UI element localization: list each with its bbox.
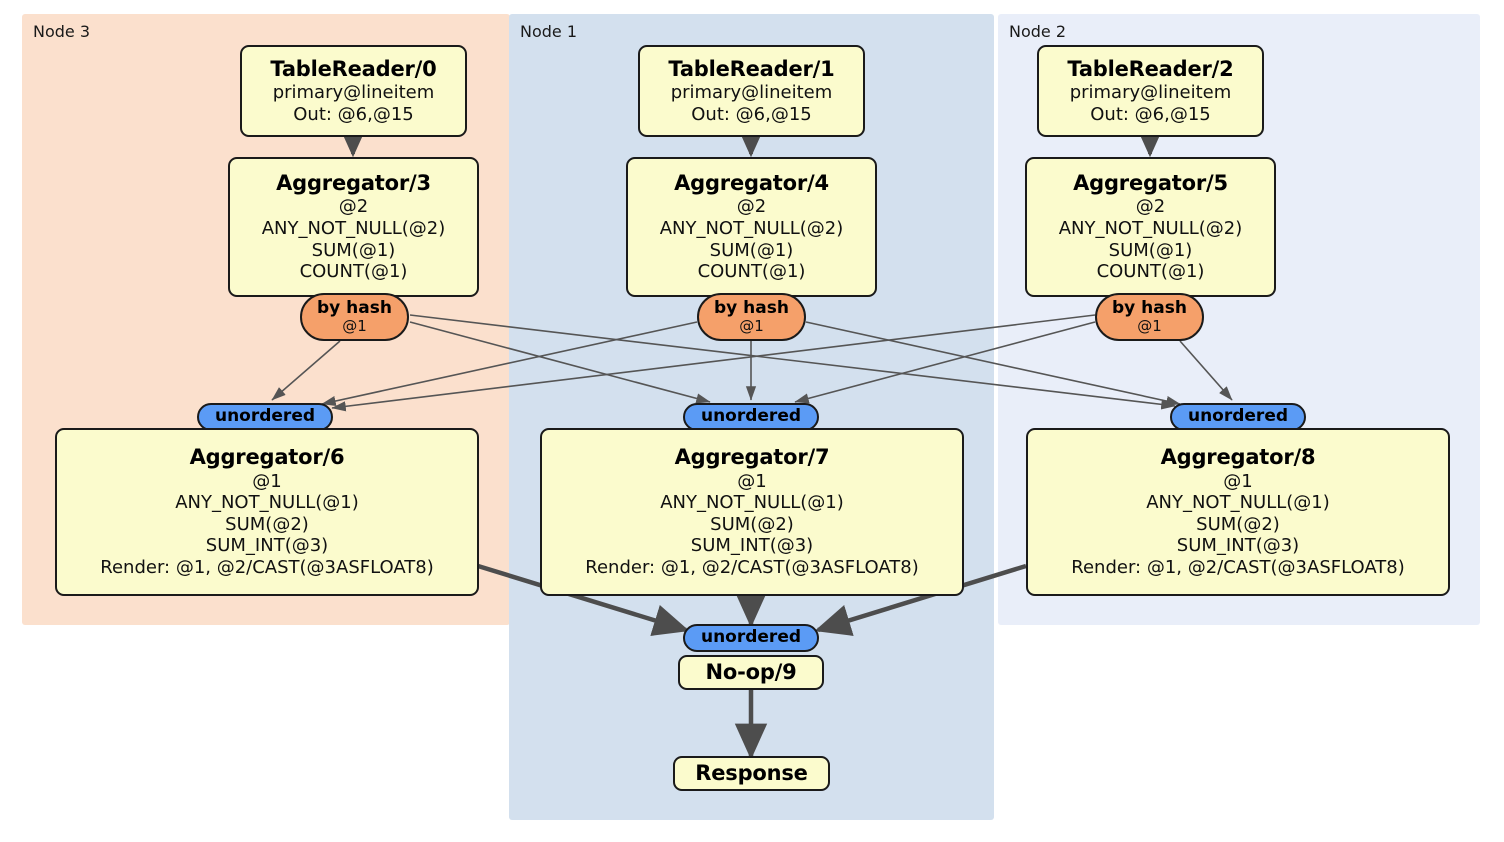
panel-label-node1: Node 1	[520, 22, 578, 41]
node-aggregator-8[interactable]: Aggregator/8 @1 ANY_NOT_NULL(@1) SUM(@2)…	[1026, 428, 1450, 596]
pill-title: by hash	[317, 297, 392, 318]
node-aggregator-5[interactable]: Aggregator/5 @2 ANY_NOT_NULL(@2) SUM(@1)…	[1025, 157, 1276, 297]
node-line: SUM(@2)	[710, 513, 794, 535]
panel-label-node3: Node 3	[33, 22, 91, 41]
node-tablereader-2[interactable]: TableReader/2 primary@lineitem Out: @6,@…	[1037, 45, 1264, 137]
node-line: COUNT(@1)	[299, 261, 408, 283]
node-title: Aggregator/4	[674, 171, 829, 196]
node-line: ANY_NOT_NULL(@2)	[261, 218, 446, 239]
node-line: SUM_INT(@3)	[205, 535, 329, 557]
node-line: Render: @1, @2/CAST(@3ASFLOAT8)	[100, 556, 434, 578]
node-by-hash-0[interactable]: by hash @1	[300, 293, 409, 341]
node-line: SUM(@1)	[1108, 239, 1193, 261]
node-line: @2	[736, 196, 767, 218]
node-title: Aggregator/7	[674, 445, 830, 470]
pill-sub: @1	[342, 317, 367, 336]
pill-sub: @1	[1137, 317, 1162, 336]
node-by-hash-1[interactable]: by hash @1	[697, 293, 806, 341]
node-title: Response	[695, 760, 808, 785]
node-line: primary@lineitem	[272, 82, 435, 103]
node-line: SUM_INT(@3)	[690, 535, 814, 557]
node-line: ANY_NOT_NULL(@1)	[1146, 492, 1330, 514]
node-tablereader-1[interactable]: TableReader/1 primary@lineitem Out: @6,@…	[638, 45, 865, 137]
node-unordered-right[interactable]: unordered	[1170, 403, 1306, 431]
node-unordered-mid[interactable]: unordered	[683, 403, 819, 431]
pill-title: unordered	[700, 627, 802, 648]
node-response[interactable]: Response	[673, 756, 830, 791]
node-line: ANY_NOT_NULL(@2)	[659, 218, 844, 239]
node-title: TableReader/2	[1067, 56, 1234, 81]
node-line: SUM(@2)	[225, 513, 309, 535]
node-line: @1	[252, 470, 282, 492]
pill-title: unordered	[214, 406, 316, 427]
panel-label-node2: Node 2	[1009, 22, 1067, 41]
node-aggregator-6[interactable]: Aggregator/6 @1 ANY_NOT_NULL(@1) SUM(@2)…	[55, 428, 479, 596]
node-unordered-final[interactable]: unordered	[683, 624, 819, 652]
node-line: ANY_NOT_NULL(@1)	[660, 492, 844, 514]
node-line: ANY_NOT_NULL(@2)	[1058, 218, 1243, 239]
pill-title: by hash	[714, 297, 789, 318]
node-tablereader-0[interactable]: TableReader/0 primary@lineitem Out: @6,@…	[240, 45, 467, 137]
node-title: Aggregator/5	[1073, 171, 1228, 196]
node-line: SUM(@2)	[1196, 513, 1280, 535]
node-title: Aggregator/6	[189, 445, 345, 470]
node-line: SUM(@1)	[311, 239, 396, 261]
node-line: Out: @6,@15	[1090, 103, 1211, 125]
node-title: TableReader/0	[270, 56, 437, 81]
node-line: COUNT(@1)	[697, 261, 806, 283]
node-line: @1	[737, 470, 767, 492]
node-line: Render: @1, @2/CAST(@3ASFLOAT8)	[1071, 556, 1405, 578]
node-aggregator-3[interactable]: Aggregator/3 @2 ANY_NOT_NULL(@2) SUM(@1)…	[228, 157, 479, 297]
node-line: primary@lineitem	[670, 82, 833, 103]
node-title: TableReader/1	[668, 56, 835, 81]
node-title: Aggregator/3	[276, 171, 431, 196]
pill-title: unordered	[1187, 406, 1289, 427]
node-line: SUM(@1)	[709, 239, 794, 261]
node-aggregator-7[interactable]: Aggregator/7 @1 ANY_NOT_NULL(@1) SUM(@2)…	[540, 428, 964, 596]
node-by-hash-2[interactable]: by hash @1	[1095, 293, 1204, 341]
node-line: ANY_NOT_NULL(@1)	[175, 492, 359, 514]
node-line: primary@lineitem	[1069, 82, 1232, 103]
pill-title: unordered	[700, 406, 802, 427]
node-line: Out: @6,@15	[293, 103, 414, 125]
pill-sub: @1	[739, 317, 764, 336]
node-line: Render: @1, @2/CAST(@3ASFLOAT8)	[585, 556, 919, 578]
node-line: @1	[1223, 470, 1253, 492]
node-line: SUM_INT(@3)	[1176, 535, 1300, 557]
node-unordered-left[interactable]: unordered	[197, 403, 333, 431]
node-line: COUNT(@1)	[1096, 261, 1205, 283]
node-line: @2	[338, 196, 369, 218]
pill-title: by hash	[1112, 297, 1187, 318]
node-line: Out: @6,@15	[691, 103, 812, 125]
node-title: No-op/9	[705, 659, 797, 684]
node-noop-9[interactable]: No-op/9	[678, 655, 824, 690]
node-title: Aggregator/8	[1160, 445, 1316, 470]
node-aggregator-4[interactable]: Aggregator/4 @2 ANY_NOT_NULL(@2) SUM(@1)…	[626, 157, 877, 297]
node-line: @2	[1135, 196, 1166, 218]
